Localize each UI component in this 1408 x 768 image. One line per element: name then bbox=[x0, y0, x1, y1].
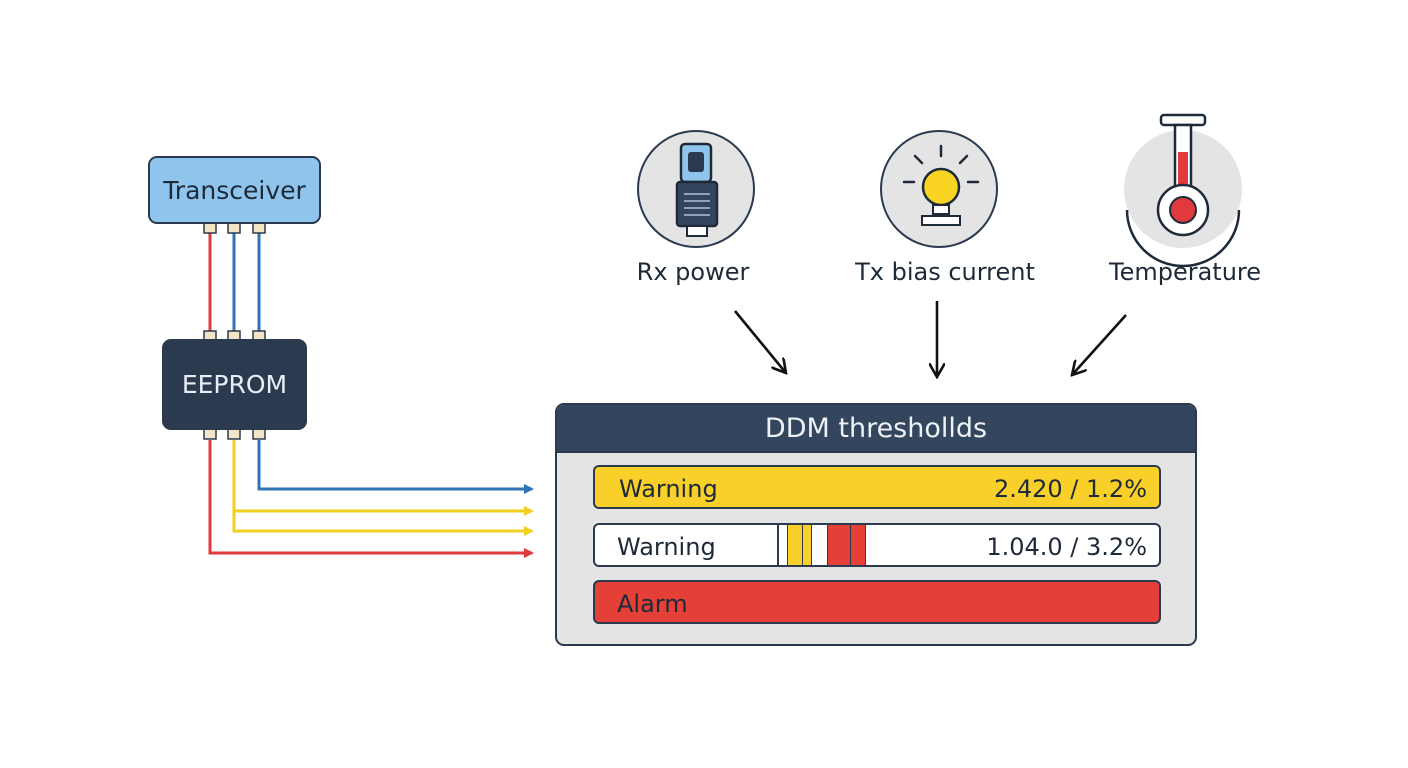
lightbulb-icon bbox=[880, 130, 998, 248]
transceiver-block: Transceiver bbox=[148, 156, 321, 224]
transceiver-label: Transceiver bbox=[163, 175, 306, 205]
rx-power-label: Rx power bbox=[636, 258, 750, 286]
threshold-marker-red-2 bbox=[851, 525, 866, 565]
panel-title: DDM threshollds bbox=[557, 405, 1195, 453]
warning-row-1: Warning 2.420 / 1.2% bbox=[593, 465, 1161, 509]
thermometer-icon bbox=[1124, 113, 1242, 268]
threshold-marker-red-1 bbox=[827, 525, 851, 565]
threshold-marker-yellow-1 bbox=[787, 525, 803, 565]
eeprom-label: EEPROM bbox=[181, 370, 288, 399]
arrow-temp-to-panel bbox=[1072, 314, 1127, 375]
wire-yellow-out-1 bbox=[232, 440, 534, 516]
rx-power-icon bbox=[637, 130, 755, 248]
eeprom-block: EEPROM bbox=[162, 339, 307, 430]
warning-row-2-value: 1.04.0 / 3.2% bbox=[986, 533, 1147, 561]
transceiver-pins bbox=[203, 222, 266, 234]
temperature-label: Temperature bbox=[1108, 258, 1262, 286]
threshold-marker-yellow-2 bbox=[803, 525, 812, 565]
warning-row-1-value: 2.420 / 1.2% bbox=[993, 475, 1147, 503]
warning-row-2-label: Warning bbox=[617, 533, 716, 561]
alarm-row: Alarm bbox=[593, 580, 1161, 624]
arrow-rx-to-panel bbox=[733, 310, 786, 373]
wire-yellow-out-2 bbox=[232, 511, 534, 536]
ddm-thresholds-panel: DDM threshollds Warning 2.420 / 1.2% War… bbox=[555, 403, 1197, 646]
alarm-row-label: Alarm bbox=[617, 590, 688, 618]
threshold-marker-divider bbox=[777, 525, 779, 565]
wire-blue-out bbox=[257, 440, 534, 494]
wire-red-out bbox=[208, 440, 534, 558]
warning-row-1-label: Warning bbox=[619, 475, 718, 503]
tx-bias-current-label: Tx bias current bbox=[855, 258, 1035, 286]
warning-row-2: Warning 1.04.0 / 3.2% bbox=[593, 523, 1161, 567]
eeprom-bottom-pins bbox=[203, 428, 266, 440]
